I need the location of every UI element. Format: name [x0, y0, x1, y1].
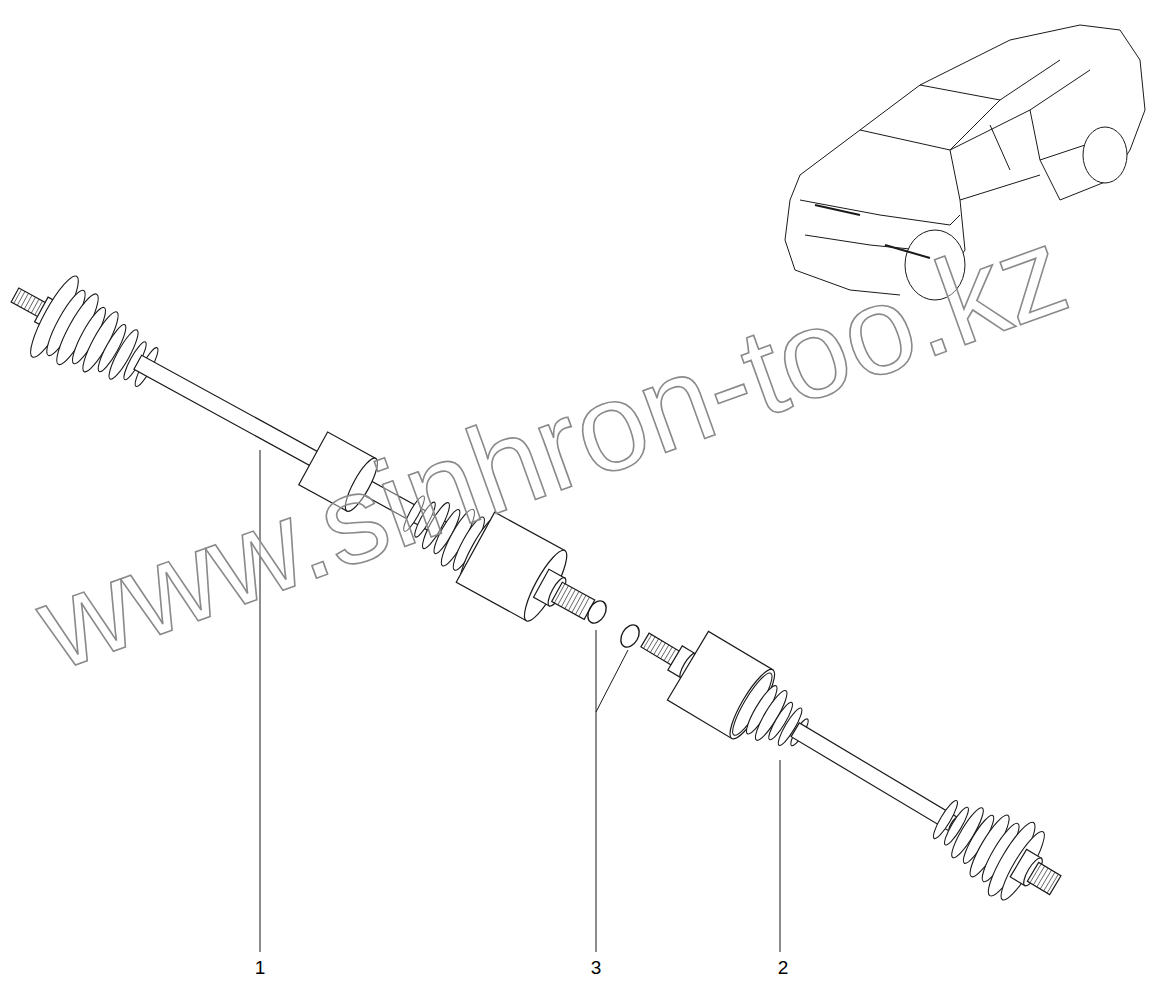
cv-boot	[727, 669, 821, 765]
callout-number: 3	[591, 958, 602, 977]
watermark: www.sinhron-too.kz	[23, 207, 1081, 690]
spline	[1027, 862, 1061, 894]
shaft-section	[791, 723, 961, 833]
cv-boot	[919, 781, 1052, 907]
callout-number: 1	[255, 958, 266, 977]
circlip	[584, 598, 643, 651]
callout-number: 2	[778, 958, 789, 977]
cv-boot	[23, 271, 172, 409]
drive-shaft	[623, 603, 1077, 921]
